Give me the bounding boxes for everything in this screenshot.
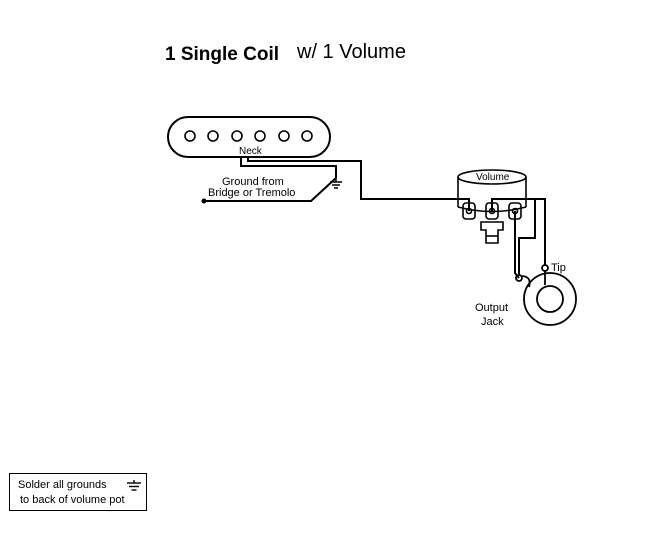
- pickup-label: Neck: [239, 146, 263, 157]
- pole-piece-6: [301, 130, 313, 142]
- pole-piece-1: [184, 130, 196, 142]
- output-jack: [515, 264, 577, 326]
- pole-piece-2: [207, 130, 219, 142]
- grounding-note: Solder all grounds to back of volume pot: [9, 473, 147, 511]
- note-line1: Solder all grounds: [18, 479, 107, 491]
- ground-symbol-icon: [330, 178, 342, 189]
- pole-piece-5: [278, 130, 290, 142]
- jack-label-line1: Output: [475, 302, 508, 314]
- ground-symbol-icon: [127, 480, 141, 491]
- pole-piece-3: [231, 130, 243, 142]
- bridge-ground-endpoint: [201, 198, 207, 204]
- title-part1: 1 Single Coil: [165, 44, 279, 65]
- ground-label-line1: Ground from: [222, 176, 284, 188]
- title-part2: w/ 1 Volume: [296, 41, 406, 63]
- jack-label-line2: Jack: [481, 316, 504, 328]
- pot-lug-left: [462, 202, 476, 220]
- bridge-ground-wire: [204, 177, 337, 202]
- pole-piece-4: [254, 130, 266, 142]
- jack-tip-label: Tip: [551, 262, 566, 274]
- volume-label: Volume: [476, 172, 510, 183]
- pickup-wires: [240, 157, 470, 211]
- ground-label-line2: Bridge or Tremolo: [208, 187, 295, 199]
- note-line2: to back of volume pot: [20, 494, 125, 506]
